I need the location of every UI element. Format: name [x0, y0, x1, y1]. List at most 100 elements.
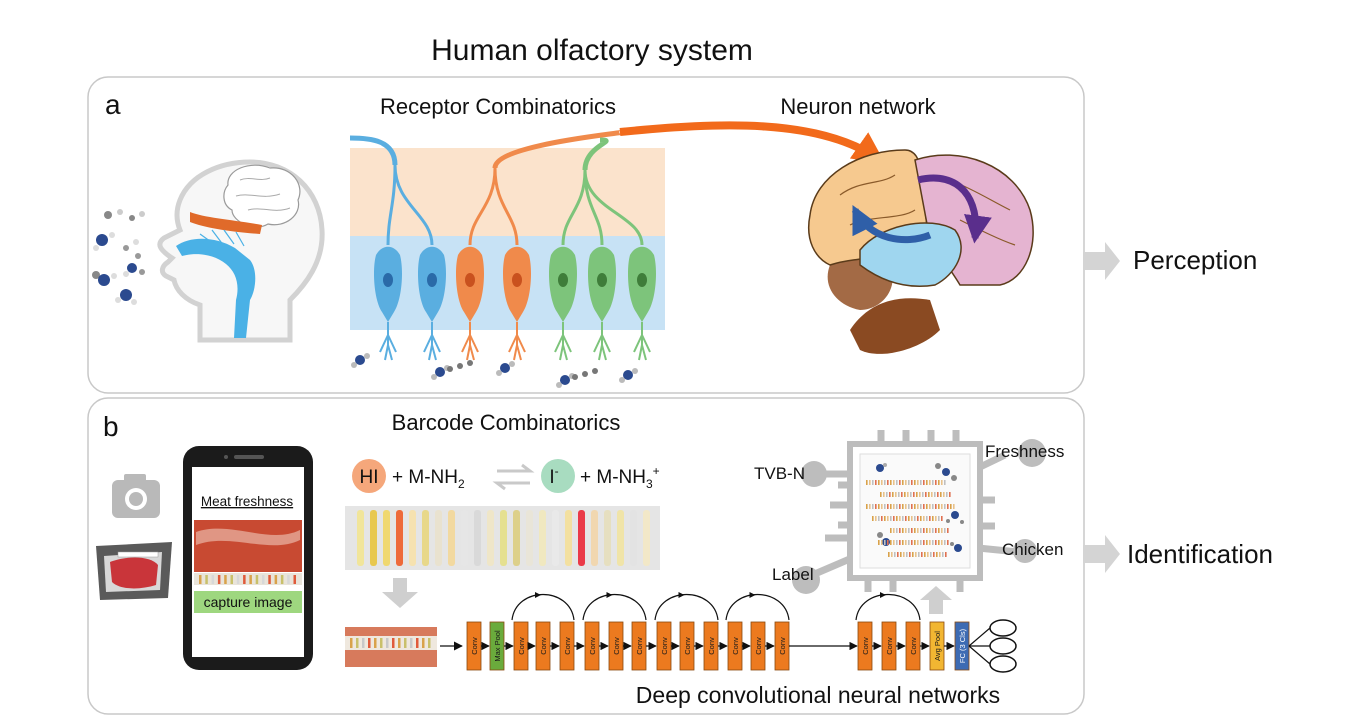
chip-barcode-bar: [878, 480, 880, 485]
chip-barcode-bar: [872, 480, 874, 485]
cnn-layer-label: Conv: [778, 637, 787, 655]
dendrite: [554, 322, 572, 361]
chip-barcode-bar: [929, 516, 931, 521]
preview-bar: [249, 575, 252, 584]
neuron-nucleus: [558, 273, 568, 287]
barcode-bar: [604, 510, 611, 566]
chip-barcode-bar: [887, 480, 889, 485]
receptor-combinatorics-heading: Receptor Combinatorics: [380, 94, 616, 119]
preview-bar: [274, 575, 278, 584]
chip-barcode-bar: [919, 492, 921, 497]
output-node: [989, 637, 1017, 655]
phone-barcode-preview: [199, 575, 296, 584]
cnn-layer-label: FC (3 Cls): [958, 628, 967, 663]
chip-barcode-bar: [902, 528, 904, 533]
residual-skip: [582, 593, 647, 621]
barcode-bar: [539, 510, 546, 566]
axon: [493, 167, 519, 246]
chip-barcode-bar: [941, 504, 943, 509]
barcode-combinatorics-heading: Barcode Combinatorics: [392, 410, 621, 435]
crop-bar: [350, 638, 353, 648]
chip-barcode-bar: [945, 552, 947, 557]
chip-barcode-bar: [941, 540, 943, 545]
chip-barcode-bar: [905, 516, 907, 521]
dendrite: [508, 322, 526, 361]
chip-barcode-bar: [938, 480, 940, 485]
chip-barcode-bar: [935, 540, 937, 545]
chip-barcode-bar: [938, 504, 940, 509]
preview-bar: [205, 575, 208, 584]
molecule-atom: [500, 363, 510, 373]
chip-barcode-bar: [929, 540, 931, 545]
chip-barcode-bar: [909, 552, 911, 557]
dendrite: [379, 322, 397, 361]
barcode-bar: [552, 510, 559, 566]
crop-bar: [374, 638, 377, 648]
cnn-layer-label: Conv: [588, 637, 597, 655]
chip-barcode-bar: [913, 492, 915, 497]
chip-barcode-bar: [947, 504, 949, 509]
cnn-layer-label: Conv: [470, 637, 479, 655]
chip-barcode-bar: [923, 528, 925, 533]
chip-barcode-bar: [932, 480, 934, 485]
chip-barcode-bar: [908, 540, 910, 545]
chip-barcode-bar: [896, 516, 898, 521]
reaction-equation: HI + M-NH2 I- + M-NH3+: [352, 459, 660, 493]
residual-arrowhead: [880, 592, 886, 598]
chip-barcode-bar: [880, 492, 882, 497]
capture-image-button[interactable]: capture image: [204, 594, 293, 610]
chip-barcode-bar: [893, 480, 895, 485]
chip-barcode-bar: [893, 528, 895, 533]
chip-barcode-bar: [911, 540, 913, 545]
chip-barcode-bar: [953, 504, 955, 509]
chip-barcode-bar: [878, 540, 880, 545]
chip-barcode-bar: [875, 480, 877, 485]
chip-barcode-bar: [911, 528, 913, 533]
chip-barcode-bar: [932, 528, 934, 533]
chip-barcode-bar: [921, 552, 923, 557]
crop-bar: [422, 638, 425, 648]
cnn-layer-label: Conv: [861, 637, 870, 655]
chip-barcode-bar: [929, 480, 931, 485]
chip-barcode-bar: [944, 528, 946, 533]
crop-bar: [392, 638, 395, 648]
preview-bar: [230, 575, 233, 584]
chip-barcode-bar: [932, 504, 934, 509]
chip-barcode-bar: [883, 492, 885, 497]
chip-barcode-bar: [881, 540, 883, 545]
chip-barcode-bar: [937, 492, 939, 497]
hi-reagent-text: HI: [360, 467, 379, 488]
barcode-bar: [643, 510, 650, 566]
perception-label: Perception: [1133, 245, 1257, 275]
molecule-atom: [560, 375, 570, 385]
chip-barcode-bar: [941, 516, 943, 521]
residual-skip: [511, 593, 575, 621]
dendrite: [423, 322, 441, 361]
residual-arrowhead: [535, 592, 541, 598]
identification-arrow-icon: [1083, 535, 1120, 573]
chip-barcode-bar: [918, 552, 920, 557]
chip-barcode-bar: [908, 516, 910, 521]
chip-barcode-bar: [889, 492, 891, 497]
residual-skip: [725, 593, 790, 621]
tvbn-label: TVB-N: [754, 464, 805, 483]
chip-barcode-bar: [914, 516, 916, 521]
chip-barcode-bar: [917, 504, 919, 509]
chip-barcode-bar: [917, 516, 919, 521]
chip-barcode-bar: [926, 540, 928, 545]
chip-barcode-bar: [934, 492, 936, 497]
molecule-atom: [431, 374, 437, 380]
chip-barcode-bar: [890, 516, 892, 521]
chip-barcode-bar: [903, 552, 905, 557]
chip-barcode-bar: [923, 540, 925, 545]
chip-barcode-bar: [908, 528, 910, 533]
chip-barcode-bar: [923, 480, 925, 485]
dendrite: [461, 322, 479, 361]
crop-bar: [410, 638, 413, 648]
chip-barcode-bar: [938, 516, 940, 521]
molecule-atom: [592, 368, 598, 374]
chip-barcode-bar: [893, 540, 895, 545]
chip-barcode-bar: [899, 516, 901, 521]
cnn-layer-label: Conv: [660, 637, 669, 655]
barcode-bar: [487, 510, 494, 566]
